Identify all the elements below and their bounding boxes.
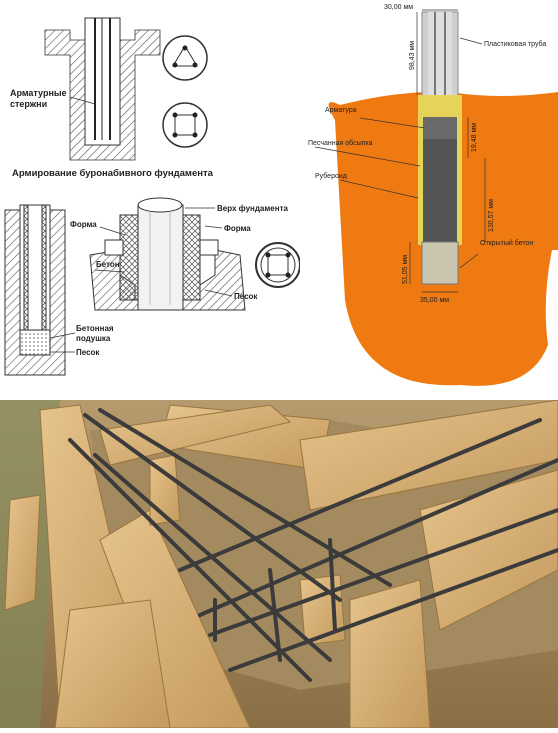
dim-top-width: 30,00 мм <box>384 4 413 11</box>
dim-middle-height: 130,57 мм <box>488 199 495 232</box>
triangle-section-icon <box>162 35 208 81</box>
dim-bottom-height: 51,05 мм <box>402 255 409 284</box>
label-open-concrete: Открытый бетон <box>480 239 533 247</box>
formwork-photo <box>0 399 558 729</box>
left-diagram: Арматурные стержни Армирование буронабив… <box>0 0 301 400</box>
dim-rebar-height: 19,48 мм <box>471 123 478 152</box>
label-rebar-rods-2: стержни <box>10 99 47 109</box>
formwork-rebar-illustration <box>0 399 558 729</box>
right-diagram: 30,00 мм 98,43 мм Пластиковая труба Арма… <box>300 0 558 400</box>
label-top-foundation: Верх фундамента <box>217 204 289 213</box>
rebar-grid <box>68 408 558 682</box>
label-rebar-rods-1: Арматурные <box>10 88 67 98</box>
label-sand-fill: Песчанная обсыпка <box>308 139 373 147</box>
column-with-form <box>89 197 246 311</box>
round-section-icon <box>255 242 301 288</box>
pipe-pile-diagram: 30,00 мм 98,43 мм Пластиковая труба Арма… <box>308 4 558 386</box>
label-form-left: Форма <box>70 220 97 229</box>
label-concrete: Бетон <box>96 260 120 269</box>
label-concrete-cushion-1: Бетонная <box>76 324 114 333</box>
label-sand-bottom: Песок <box>76 348 100 357</box>
label-roofing: Рубероид <box>315 172 347 180</box>
square-section-icon <box>162 102 208 148</box>
left-diagram-title: Армирование буронабивного фундамента <box>12 168 214 179</box>
well-section <box>44 17 161 161</box>
label-concrete-cushion-2: подушка <box>76 334 111 343</box>
bored-pile-reinforcement-diagram: Арматурные стержни Армирование буронабив… <box>4 17 301 376</box>
label-rebar: Арматура <box>325 107 357 114</box>
label-form-right: Форма <box>224 224 251 233</box>
label-sand-right: Песок <box>234 292 258 301</box>
pile-in-ground <box>4 204 66 376</box>
label-plastic-pipe: Пластиковая труба <box>484 40 546 48</box>
dim-upper-height: 98,43 мм <box>409 41 416 70</box>
open-concrete <box>421 241 459 285</box>
dim-bottom-width: 35,00 мм <box>420 297 449 304</box>
